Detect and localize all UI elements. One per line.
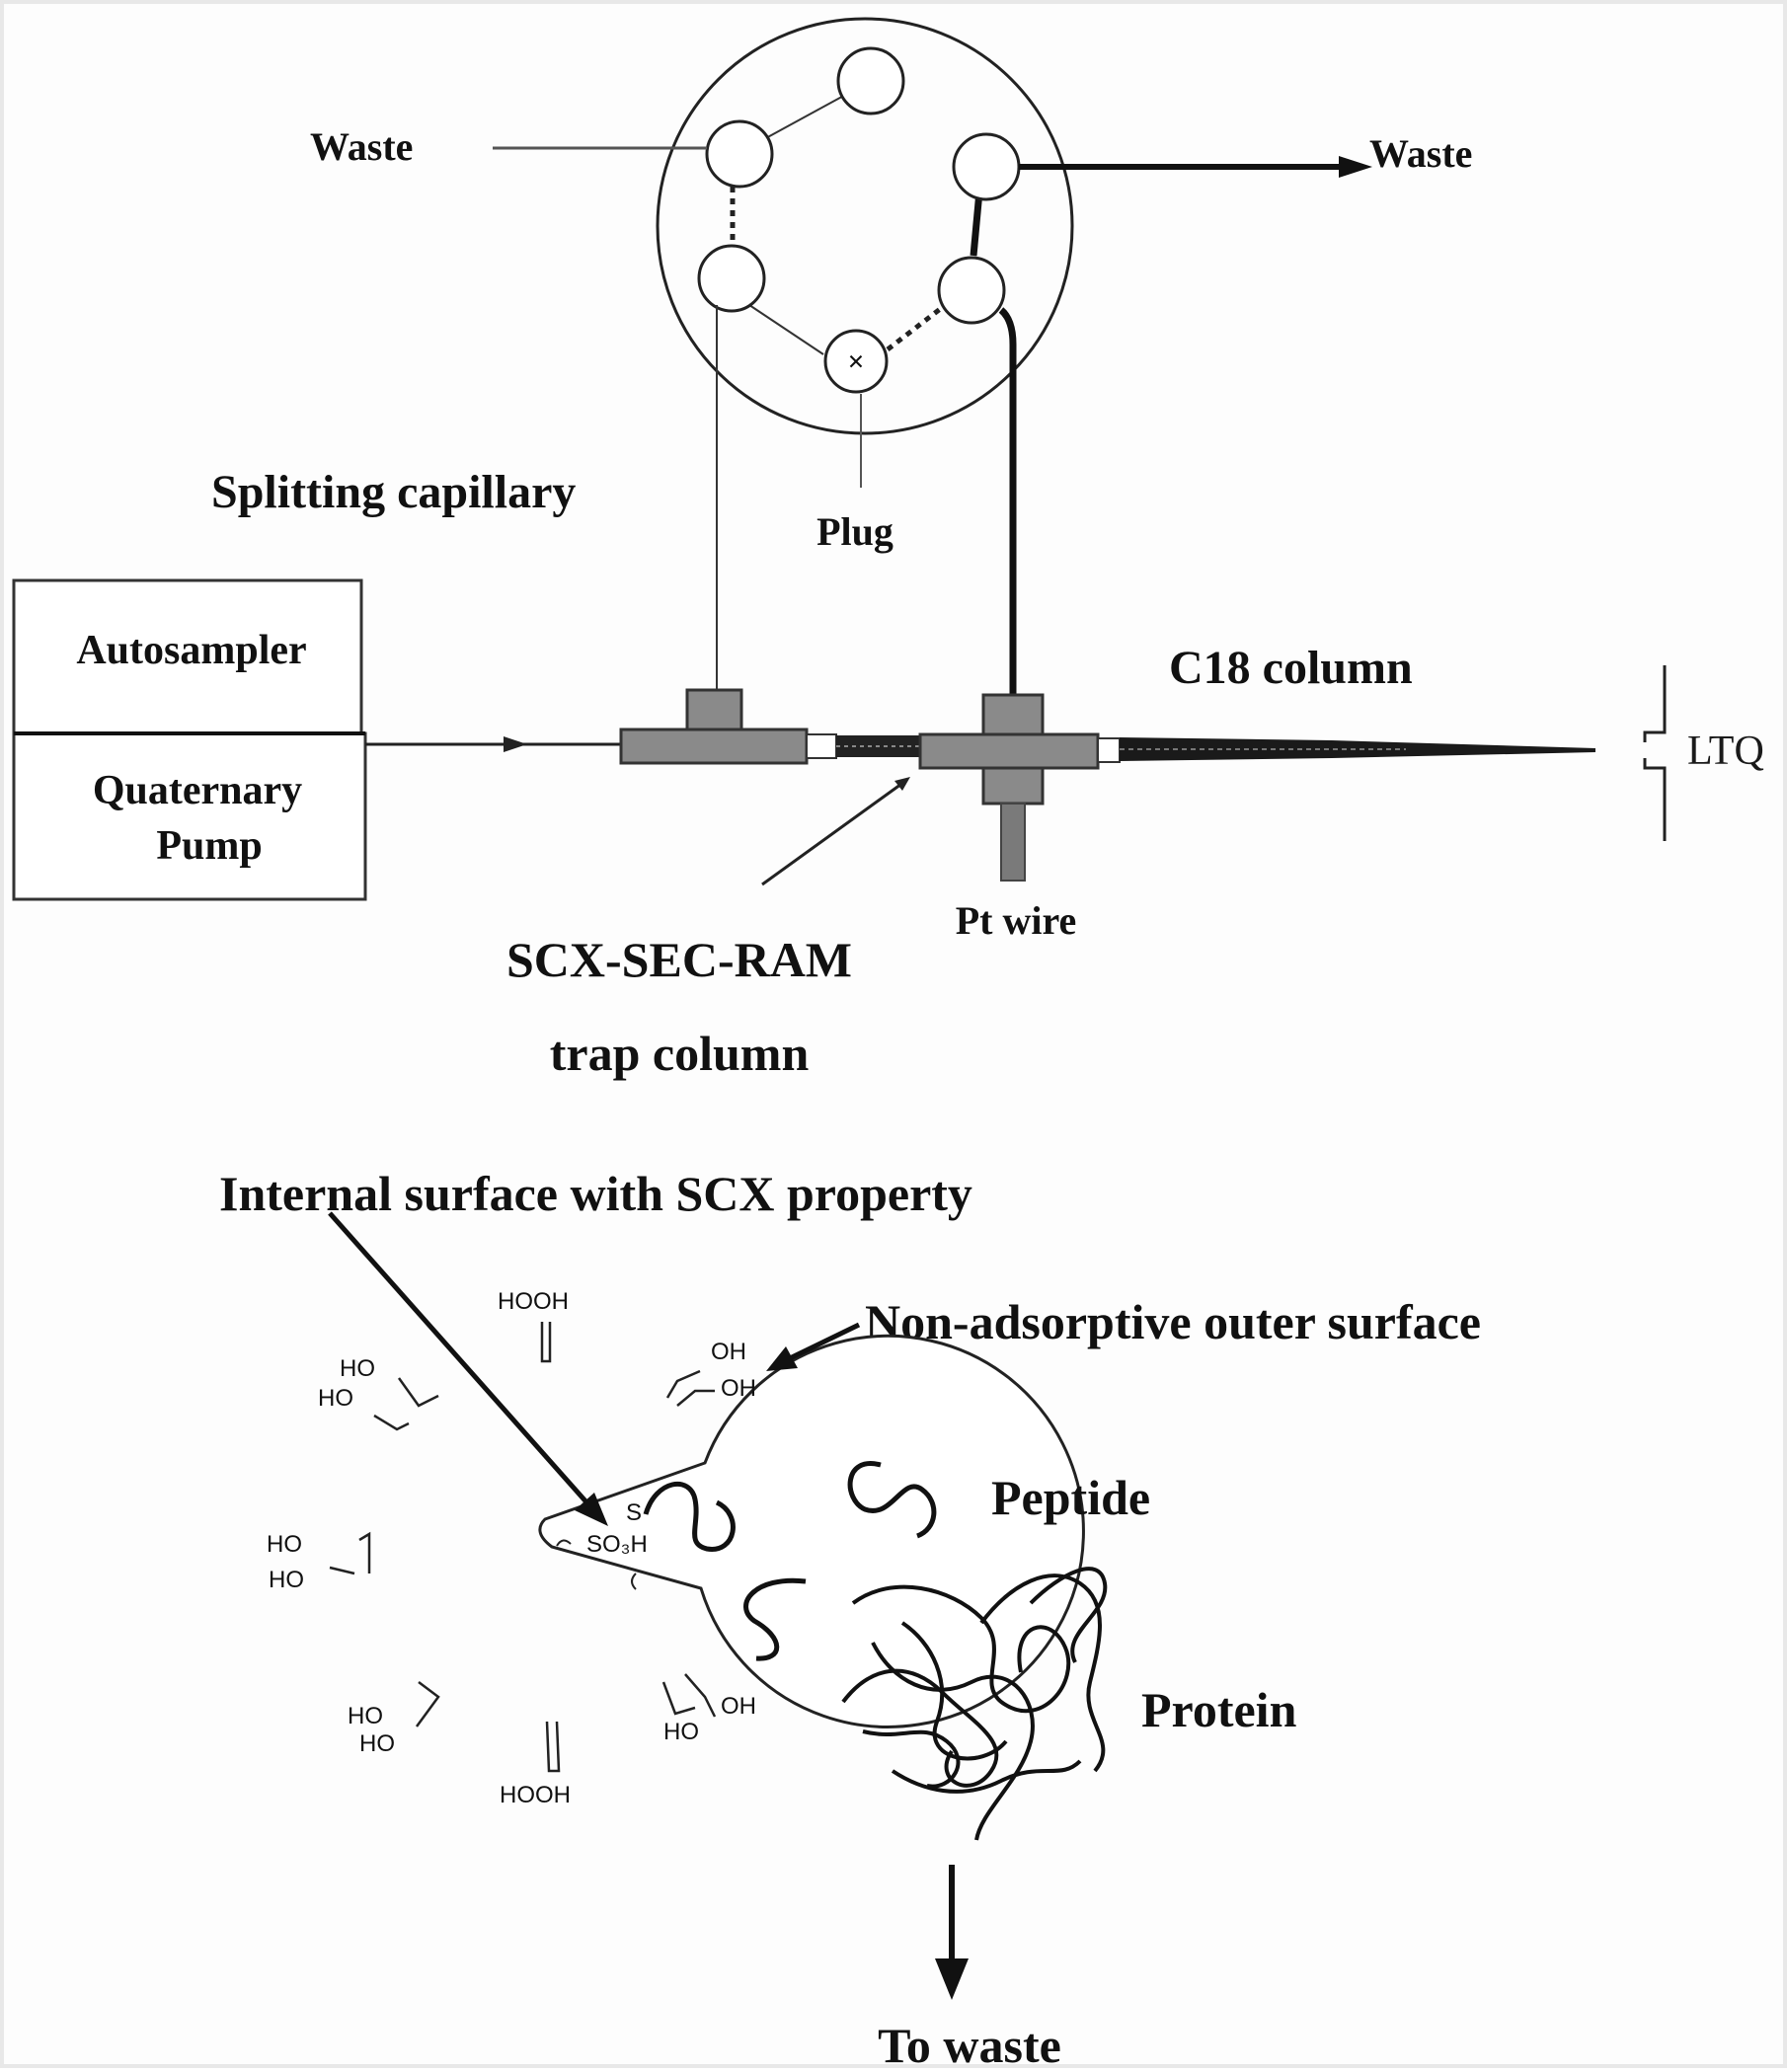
diol-left-ho-1: HO (267, 1531, 302, 1558)
to-waste-label: To waste (878, 2018, 1061, 2072)
outer-surface-arrow (788, 1322, 861, 1361)
valve-link-bottom-right-dotted (886, 298, 954, 351)
protein-label: Protein (1141, 1682, 1297, 1737)
trap-column-pointer (761, 780, 905, 886)
diol-left-ho-2: HO (269, 1567, 304, 1593)
valve-port-bottom-plug (823, 329, 889, 394)
valve-port-lower-right (937, 256, 1006, 325)
valve-body (656, 17, 1074, 435)
pt-wire-label: Pt wire (956, 898, 1077, 943)
ferrule-2 (1097, 737, 1121, 763)
diol-upper-right-oh-1: OH (711, 1339, 746, 1365)
internal-surface-arrowhead (575, 1493, 608, 1526)
valve-link-right-thick (970, 191, 983, 257)
valve-link-bottom-left (748, 304, 824, 355)
ltq-label: LTQ (1687, 729, 1764, 774)
valve-port-upper-left (705, 119, 774, 189)
tee-2-stem-top (981, 693, 1045, 738)
ltq-inlet-lower (1643, 758, 1667, 841)
tee-1 (619, 688, 809, 765)
autosampler-label: Autosampler (76, 628, 306, 673)
trap-column-label-line2: trap column (550, 1026, 810, 1081)
plug-label: Plug (816, 509, 894, 554)
ltq-inlet-upper (1643, 665, 1667, 742)
pump-label-line1: Quaternary (93, 768, 302, 813)
sulfonic-linker (556, 1539, 637, 1590)
free-peptide-small (743, 1577, 807, 1661)
plug-marker: × (847, 345, 864, 378)
tee-1-stem (685, 688, 743, 733)
valve-port-top (836, 46, 905, 115)
diol-top-label: HOOH (498, 1288, 569, 1315)
c18-column (1120, 737, 1595, 761)
instrument-box: Autosampler Quaternary Pump (12, 578, 367, 901)
diol-groups (329, 1322, 717, 1773)
valve-to-tee-thick-line (998, 307, 1017, 695)
tee-2-body (918, 732, 1100, 770)
diol-lower-left-ho-1: HO (348, 1703, 383, 1729)
diol-bottom-label: HOOH (500, 1782, 571, 1808)
diol-lower-right-ho: HO (663, 1719, 699, 1745)
trap-column-label-line1: SCX-SEC-RAM (506, 932, 852, 987)
outer-surface-label: Non-adsorptive outer surface (865, 1294, 1481, 1349)
pocket-peptide (643, 1481, 736, 1552)
trap-column-pointer-head (894, 777, 910, 791)
pump-box (12, 731, 367, 901)
pump-label-line2: Pump (156, 823, 262, 869)
waste-left-label: Waste (310, 124, 413, 169)
protein-icon (841, 1567, 1108, 1841)
valve-port-lower-left (697, 244, 766, 313)
internal-surface-label: Internal surface with SCX property (219, 1166, 972, 1221)
pump-flow-arrow (504, 736, 527, 752)
outer-surface-arrowhead (766, 1346, 798, 1371)
sulfonic-group-label: SO₃H (586, 1531, 648, 1558)
internal-surface-arrow (328, 1211, 590, 1506)
diol-lower-right-oh: OH (721, 1693, 756, 1720)
six-port-valve: × (656, 17, 1074, 435)
diol-upper-left-ho-1: HO (340, 1355, 375, 1382)
sulfonic-prefix: S (626, 1499, 642, 1526)
peptide-label: Peptide (991, 1470, 1150, 1525)
lc-setup-diagram: × Waste Waste Plug Splitting capillary A… (12, 17, 1764, 2072)
tee-1-body (619, 728, 809, 765)
tee-2 (918, 693, 1100, 806)
tee-2-stem-bottom (981, 766, 1045, 806)
diol-upper-left-ho-2: HO (318, 1385, 353, 1412)
diol-lower-left-ho-2: HO (359, 1730, 395, 1757)
pt-wire (1000, 803, 1026, 882)
ltq-inlet (1643, 665, 1667, 841)
ram-particle: HOOH HO HO OH OH HO HO HO HO HOOH OH HO … (267, 1288, 1085, 1808)
peptide-icon (847, 1461, 937, 1539)
waste-right-label: Waste (1369, 131, 1472, 176)
diol-upper-right-oh-2: OH (721, 1375, 756, 1402)
c18-column-label: C18 column (1169, 642, 1413, 694)
splitting-capillary-label: Splitting capillary (211, 466, 576, 518)
particle-outline (538, 1334, 1085, 1728)
waste-right-arrowhead (1339, 156, 1372, 178)
ferrule-1 (806, 733, 837, 759)
to-waste-arrowhead (935, 1958, 969, 2000)
valve-port-upper-right (952, 132, 1021, 201)
